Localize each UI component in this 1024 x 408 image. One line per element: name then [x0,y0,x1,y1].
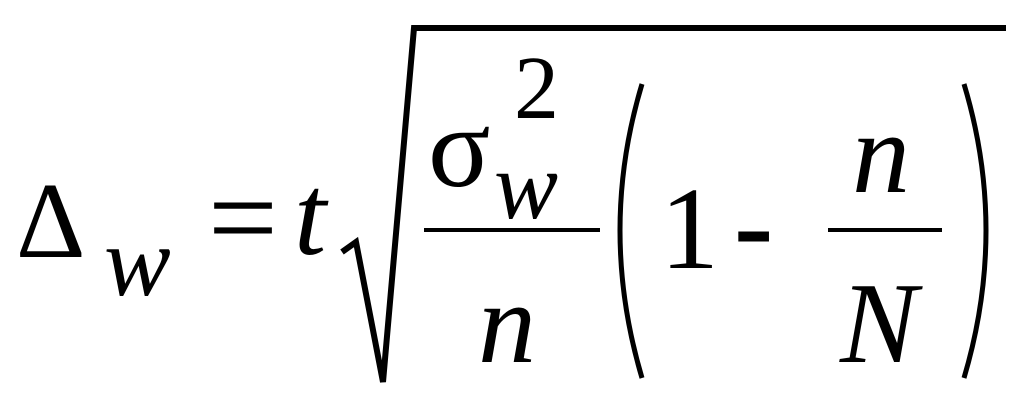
digit-one: 1 [660,163,719,294]
sigma-subscript-w: w [494,132,559,239]
delta-symbol: Δ [16,162,86,281]
sigma-symbol: σ [428,84,491,212]
left-parenthesis [617,83,645,379]
equals-sign: = [208,149,278,286]
numerator-n: n [852,90,910,218]
population-N: N [840,260,918,388]
right-parenthesis [961,83,989,379]
variable-t: t [294,152,327,280]
minus-sign: - [734,159,774,290]
superscript-two: 2 [514,39,559,138]
denominator-n: n [478,260,536,388]
radical-sign [340,25,1006,383]
subscript-w: w [104,206,171,317]
